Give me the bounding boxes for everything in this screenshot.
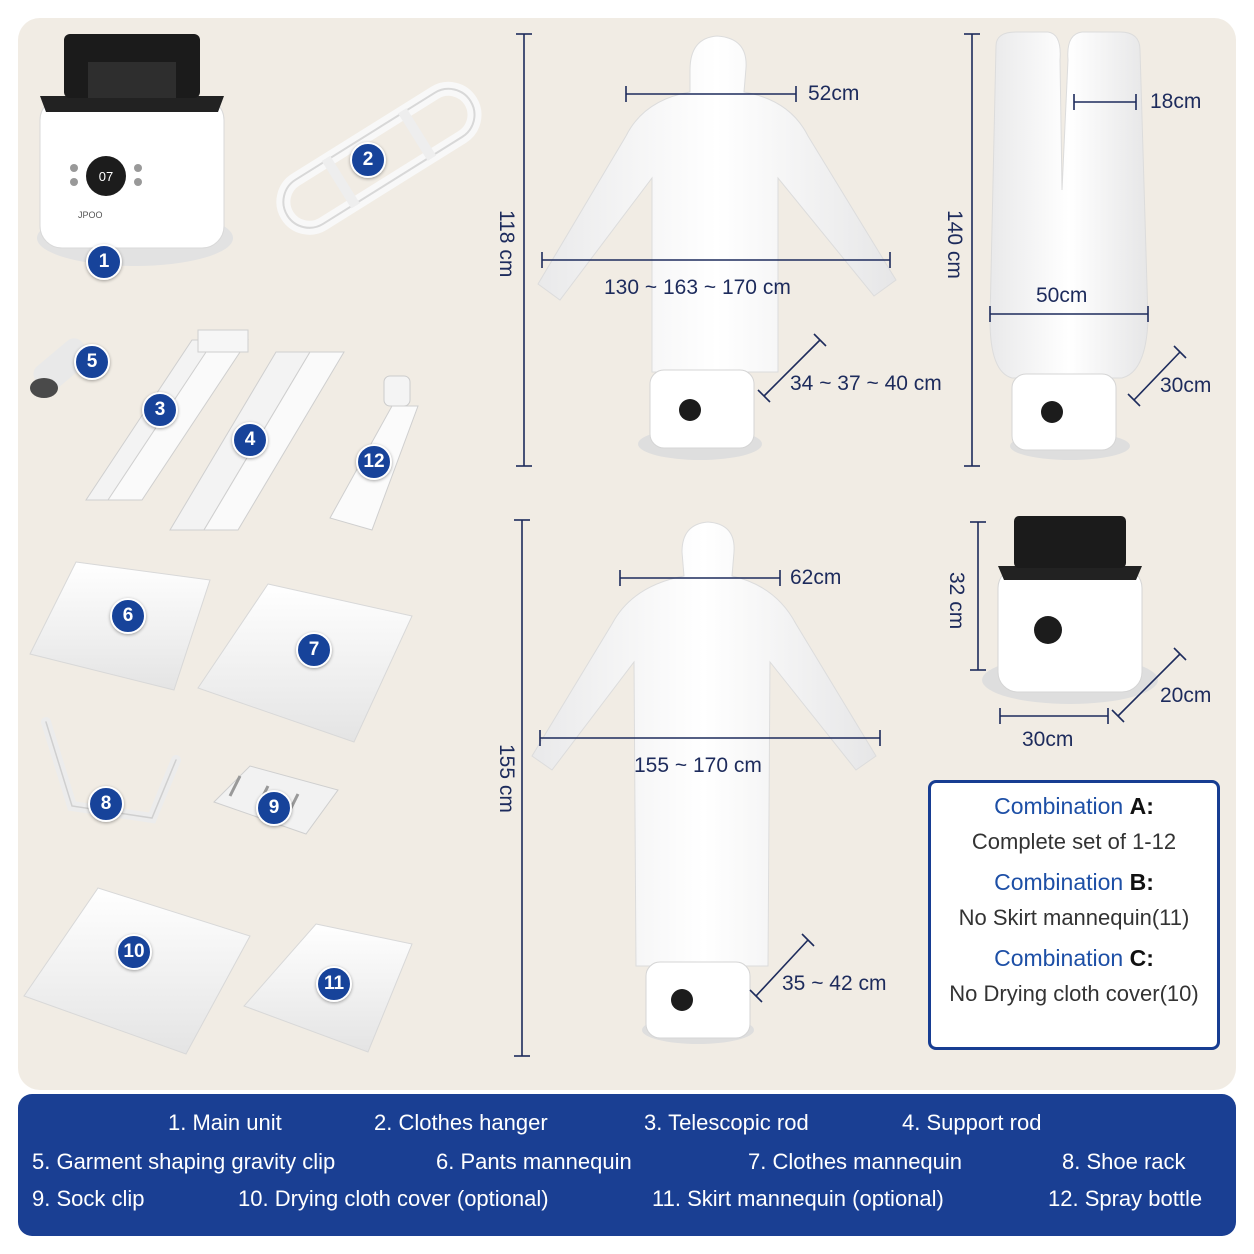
badge-3: 3	[142, 392, 178, 428]
combination-c-desc: No Drying cloth cover(10)	[949, 981, 1199, 1006]
legend-item-4: 4. Support rod	[902, 1110, 1042, 1135]
coat-dimension-lines	[514, 519, 881, 1057]
shirt-arms-measure: 130 ~ 163 ~ 170 cm	[604, 276, 791, 299]
coat-height-measure: 155 cm	[495, 744, 518, 813]
combination-a-desc: Complete set of 1-12	[971, 829, 1177, 854]
badge-8: 8	[88, 786, 124, 822]
legend-item-2: 2. Clothes hanger	[374, 1110, 548, 1135]
device-brand: JPOO	[78, 210, 103, 220]
pants-mannequin-inflated-image	[989, 31, 1149, 460]
coat-mannequin-image	[531, 521, 877, 1044]
badge-5: 5	[74, 344, 110, 380]
pants-height-measure: 140 cm	[943, 210, 966, 279]
legend-item-10: 10. Drying cloth cover (optional)	[238, 1186, 549, 1211]
pants-leg-measure: 18cm	[1150, 90, 1202, 113]
coat-arms-measure: 155 ~ 170 cm	[634, 754, 762, 777]
parts-legend: 1. Main unit 2. Clothes hanger 3. Telesc…	[18, 1094, 1236, 1236]
combination-b-title: Combination B:	[994, 869, 1154, 895]
clothes-hanger-image	[276, 81, 482, 235]
legend-item-11: 11. Skirt mannequin (optional)	[652, 1186, 944, 1211]
badge-12: 12	[356, 444, 392, 480]
shirt-height-measure: 118 cm	[495, 210, 518, 278]
badge-7: 7	[296, 632, 332, 668]
badge-11: 11	[316, 966, 352, 1002]
device-display: 07	[99, 169, 113, 184]
pants-depth-measure: 30cm	[1160, 374, 1212, 397]
combination-box: Combination A: Complete set of 1-12 Comb…	[928, 780, 1220, 1050]
coat-depth-measure: 35 ~ 42 cm	[782, 972, 887, 995]
unit-dimension-image	[982, 516, 1158, 704]
combination-c-title: Combination C:	[994, 945, 1154, 971]
shirt-mannequin-image	[537, 35, 897, 460]
unit-dimension-lines	[970, 521, 1187, 724]
shirt-dimension-lines	[516, 33, 891, 467]
unit-width-measure: 30cm	[1022, 728, 1074, 751]
main-unit-image: 07 JPOO	[37, 34, 233, 266]
drying-cloth-cover-image	[23, 887, 251, 1055]
coat-neck-measure: 62cm	[790, 566, 842, 589]
badge-10: 10	[116, 934, 152, 970]
combination-a-title: Combination A:	[994, 793, 1154, 819]
shirt-neck-measure: 52cm	[808, 82, 860, 105]
legend-item-6: 6. Pants mannequin	[436, 1149, 632, 1174]
legend-item-1: 1. Main unit	[168, 1110, 282, 1135]
unit-depth-measure: 20cm	[1160, 684, 1212, 707]
legend-item-3: 3. Telescopic rod	[644, 1110, 809, 1135]
badge-2: 2	[350, 142, 386, 178]
badge-6: 6	[110, 598, 146, 634]
legend-item-12: 12. Spray bottle	[1048, 1186, 1203, 1211]
legend-item-7: 7. Clothes mannequin	[748, 1149, 963, 1174]
badge-1: 1	[86, 244, 122, 280]
legend-item-5: 5. Garment shaping gravity clip	[32, 1149, 336, 1174]
legend-item-9: 9. Sock clip	[32, 1186, 145, 1211]
pants-dimension-lines	[964, 33, 1187, 467]
legend-item-8: 8. Shoe rack	[1062, 1149, 1186, 1174]
pants-width-measure: 50cm	[1036, 284, 1088, 307]
combination-b-desc: No Skirt mannequin(11)	[958, 905, 1190, 930]
unit-height-measure: 32 cm	[945, 572, 968, 630]
shirt-depth-measure: 34 ~ 37 ~ 40 cm	[790, 372, 942, 395]
badge-4: 4	[232, 422, 268, 458]
badge-9: 9	[256, 790, 292, 826]
